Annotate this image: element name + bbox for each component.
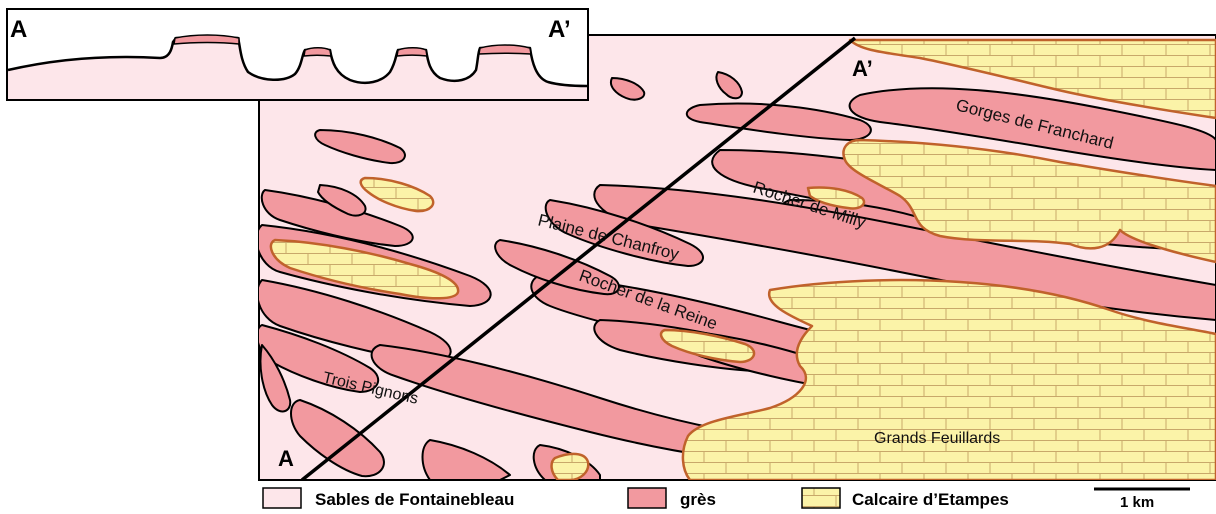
map-label-a-prime: A’ bbox=[852, 56, 873, 81]
map-label-a: A bbox=[278, 446, 294, 471]
legend-swatch-gres bbox=[627, 487, 667, 509]
profile-label-a: A bbox=[10, 16, 27, 43]
profile-gres-caps bbox=[173, 34, 532, 57]
legend-swatch-calcaire bbox=[801, 487, 841, 509]
legend-label-calcaire: Calcaire d’Etampes bbox=[852, 490, 1009, 509]
legend: Sables de Fontainebleau grès Calcaire d’… bbox=[262, 487, 1190, 511]
place-grands-feuillards: Grands Feuillards bbox=[874, 430, 1000, 447]
legend-swatch-sables bbox=[262, 487, 302, 509]
legend-label-sables: Sables de Fontainebleau bbox=[315, 490, 514, 509]
legend-item-sables: Sables de Fontainebleau bbox=[262, 487, 514, 509]
calcaire-outcrops bbox=[269, 38, 1216, 480]
profile-sand-fill bbox=[8, 38, 587, 99]
scale-bar-label: 1 km bbox=[1120, 494, 1154, 511]
map-panel: A A’ Gorges de Franchard Rocher de Milly… bbox=[258, 34, 1216, 481]
scale-bar: 1 km bbox=[1094, 487, 1190, 511]
profile-label-a-prime: A’ bbox=[548, 16, 571, 43]
legend-item-gres: grès bbox=[627, 487, 716, 509]
profile-inset: A A’ bbox=[6, 8, 589, 101]
cross-section-line bbox=[300, 36, 857, 480]
legend-item-calcaire: Calcaire d’Etampes bbox=[801, 487, 1009, 509]
map-outcrops bbox=[259, 36, 1216, 480]
legend-label-gres: grès bbox=[680, 490, 716, 509]
